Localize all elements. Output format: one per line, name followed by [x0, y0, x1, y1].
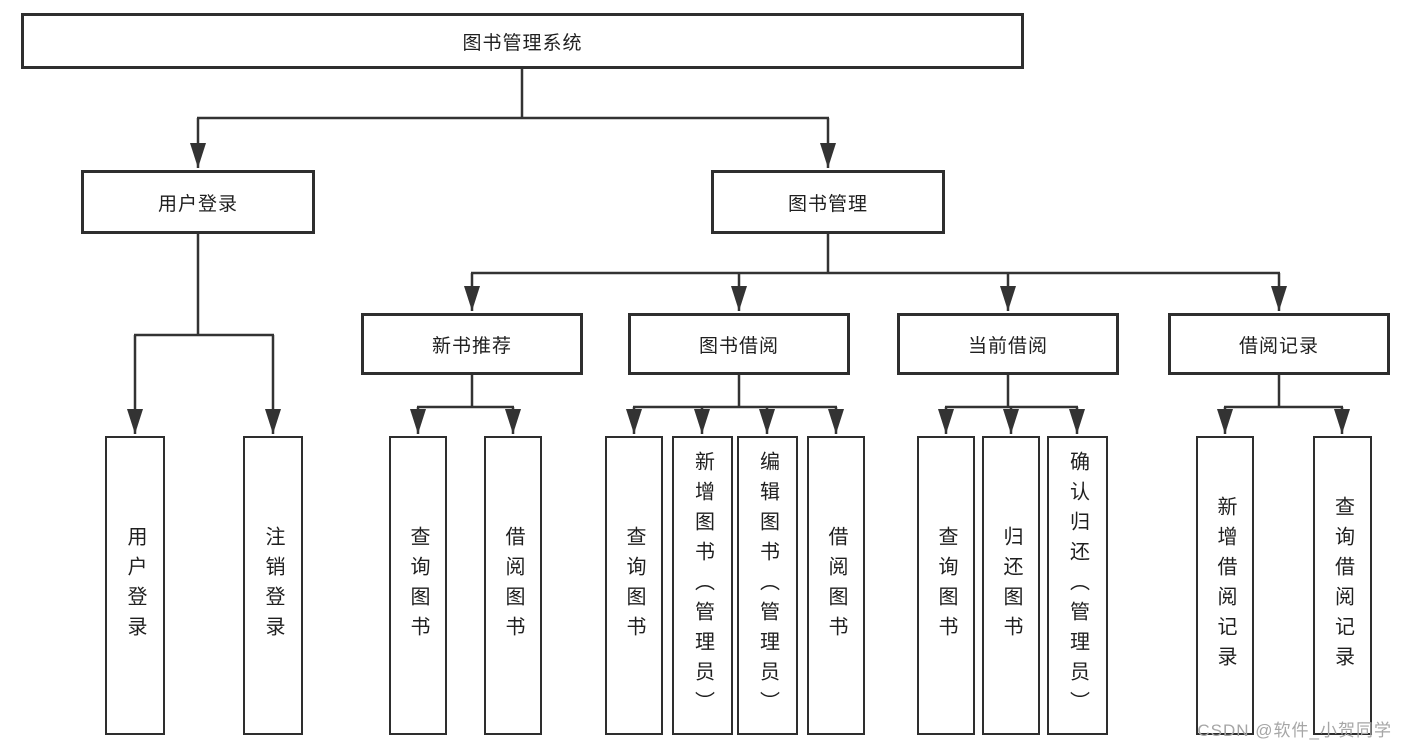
node-book-borrow-label: 图书借阅: [698, 335, 779, 357]
node-book-management-label: 图书管理: [787, 193, 868, 215]
leaf-user-login: 用户登录: [105, 436, 165, 735]
leaf-borrow-books-recommend-label: 借阅图书: [502, 525, 524, 646]
node-library-system-label: 图书管理系统: [462, 32, 583, 54]
node-user-login-label: 用户登录: [157, 193, 238, 215]
leaf-query-borrow-record-label: 查询借阅记录: [1331, 495, 1354, 676]
leaf-query-books-current: 查询图书: [917, 436, 975, 735]
leaf-edit-books-admin: 编辑图书（管理员）: [737, 436, 798, 735]
leaf-logout: 注销登录: [243, 436, 303, 735]
leaf-query-borrow-record: 查询借阅记录: [1313, 436, 1372, 735]
csdn-watermark: CSDN @软件_小贺同学: [1197, 721, 1392, 740]
connector-root-to-level2: [190, 69, 836, 168]
node-current-borrow: 当前借阅: [897, 313, 1119, 375]
connector-current-borrow-branch: [938, 375, 1085, 434]
leaf-query-books-borrow: 查询图书: [605, 436, 663, 735]
node-borrow-records-label: 借阅记录: [1238, 335, 1319, 357]
leaf-return-books: 归还图书: [982, 436, 1040, 735]
node-library-system: 图书管理系统: [21, 13, 1024, 69]
node-book-borrow: 图书借阅: [628, 313, 850, 375]
node-book-management: 图书管理: [711, 170, 945, 234]
node-current-borrow-label: 当前借阅: [967, 335, 1048, 357]
leaf-query-books-current-label: 查询图书: [935, 525, 957, 646]
leaf-borrow-books-recommend: 借阅图书: [484, 436, 542, 735]
leaf-add-books-admin-label: 新增图书（管理员）: [691, 450, 714, 721]
node-new-book-recommend: 新书推荐: [361, 313, 583, 375]
leaf-confirm-return-admin: 确认归还（管理员）: [1047, 436, 1108, 735]
leaf-edit-books-admin-label: 编辑图书（管理员）: [756, 450, 779, 721]
leaf-user-login-label: 用户登录: [124, 525, 146, 646]
connector-book-management-branch: [464, 234, 1287, 311]
connector-borrow-records-branch: [1217, 375, 1350, 434]
leaf-add-borrow-record-label: 新增借阅记录: [1214, 495, 1236, 676]
leaf-logout-label: 注销登录: [262, 525, 284, 646]
leaf-query-books-borrow-label: 查询图书: [623, 525, 645, 646]
leaf-borrow-books-label: 借阅图书: [825, 525, 847, 646]
connector-new-book-branch: [410, 375, 521, 434]
connector-book-borrow-branch: [626, 375, 844, 434]
leaf-add-books-admin: 新增图书（管理员）: [672, 436, 733, 735]
connector-user-login-branch: [127, 234, 281, 434]
node-borrow-records: 借阅记录: [1168, 313, 1390, 375]
node-user-login: 用户登录: [81, 170, 315, 234]
node-new-book-recommend-label: 新书推荐: [431, 335, 512, 357]
leaf-return-books-label: 归还图书: [1000, 525, 1022, 646]
leaf-query-books-recommend: 查询图书: [389, 436, 447, 735]
leaf-confirm-return-admin-label: 确认归还（管理员）: [1066, 450, 1089, 721]
leaf-query-books-recommend-label: 查询图书: [407, 525, 429, 646]
leaf-borrow-books: 借阅图书: [807, 436, 865, 735]
leaf-add-borrow-record: 新增借阅记录: [1196, 436, 1254, 735]
